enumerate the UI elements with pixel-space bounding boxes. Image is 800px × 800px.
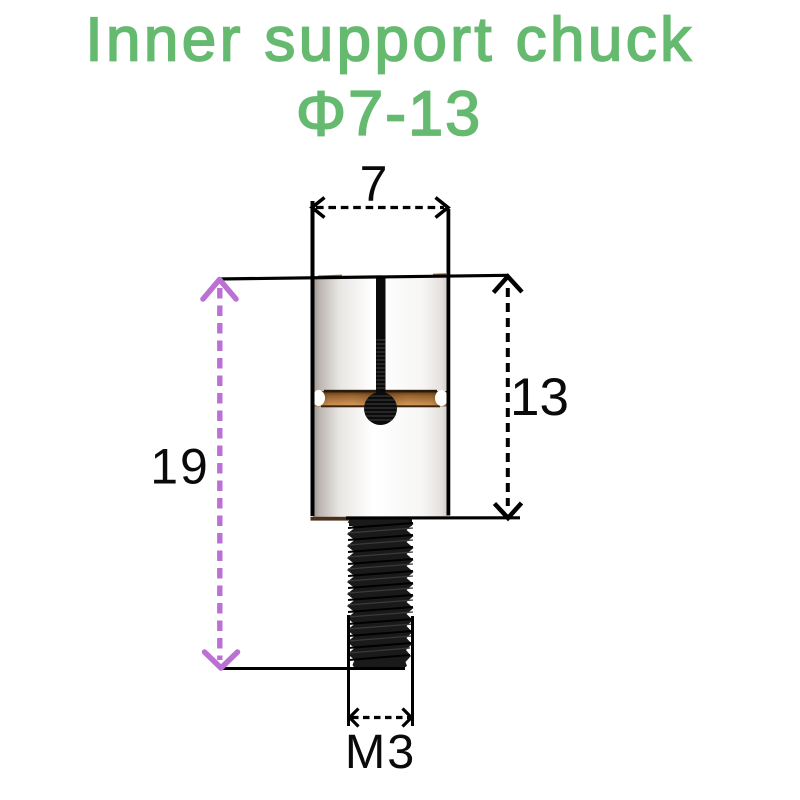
svg-text:7: 7 [360, 156, 388, 212]
svg-text:19: 19 [150, 439, 210, 495]
svg-text:M3: M3 [345, 725, 416, 779]
svg-text:13: 13 [510, 368, 569, 427]
svg-text:Φ7-13: Φ7-13 [296, 79, 482, 149]
svg-text:Inner support chuck: Inner support chuck [85, 6, 694, 75]
